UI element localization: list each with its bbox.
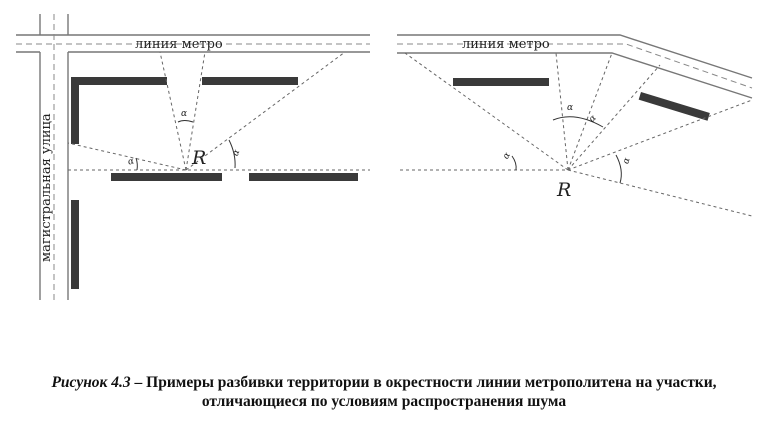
left-sector-rays bbox=[67, 51, 370, 171]
left-point-label: R bbox=[191, 147, 206, 169]
caption-separator: – bbox=[130, 374, 147, 391]
left-building-vertical-lower bbox=[71, 200, 79, 289]
caption-text: Примеры разбивки территории в окрестност… bbox=[146, 374, 717, 410]
left-building-top-right bbox=[202, 77, 298, 85]
left-metro-label: линия метро bbox=[135, 37, 223, 52]
left-angle-arc-left bbox=[135, 157, 138, 171]
right-alpha-top-right: α bbox=[587, 113, 598, 124]
right-angle-arc-top bbox=[552, 116, 604, 128]
left-angle-arc-top bbox=[177, 120, 194, 123]
left-angle-arc-right bbox=[228, 139, 236, 169]
figure-caption: Рисунок 4.3 – Примеры разбивки территори… bbox=[20, 373, 748, 411]
street-label: магистральная улица bbox=[39, 113, 54, 262]
figure-number: Рисунок 4.3 bbox=[51, 374, 131, 391]
left-building-top-left bbox=[72, 77, 167, 85]
left-building-bottom-middle bbox=[111, 173, 222, 181]
left-building-vertical-upper bbox=[71, 77, 79, 144]
right-angle-arc-left bbox=[511, 155, 517, 171]
left-building-bottom-right bbox=[249, 173, 358, 181]
right-panel: линия метро R α α α α bbox=[397, 34, 753, 217]
right-alpha-top: α bbox=[567, 103, 573, 113]
right-building-angled bbox=[638, 91, 710, 121]
left-alpha-right: α bbox=[231, 148, 242, 157]
right-angle-arc-right bbox=[615, 154, 622, 184]
left-panel: линия метро магистральная улица R α α α bbox=[16, 14, 370, 300]
right-alpha-right: α bbox=[621, 157, 632, 165]
right-alpha-left: α bbox=[501, 151, 513, 161]
right-sector-rays bbox=[400, 52, 753, 217]
left-metro-road bbox=[16, 34, 370, 53]
left-street-road bbox=[39, 14, 69, 300]
left-alpha-left: α bbox=[127, 156, 135, 167]
right-metro-label: линия метро bbox=[462, 37, 550, 52]
right-building-left bbox=[453, 78, 549, 86]
left-alpha-top: α bbox=[181, 109, 187, 119]
right-metro-road bbox=[397, 34, 753, 99]
right-point-label: R bbox=[556, 179, 571, 201]
